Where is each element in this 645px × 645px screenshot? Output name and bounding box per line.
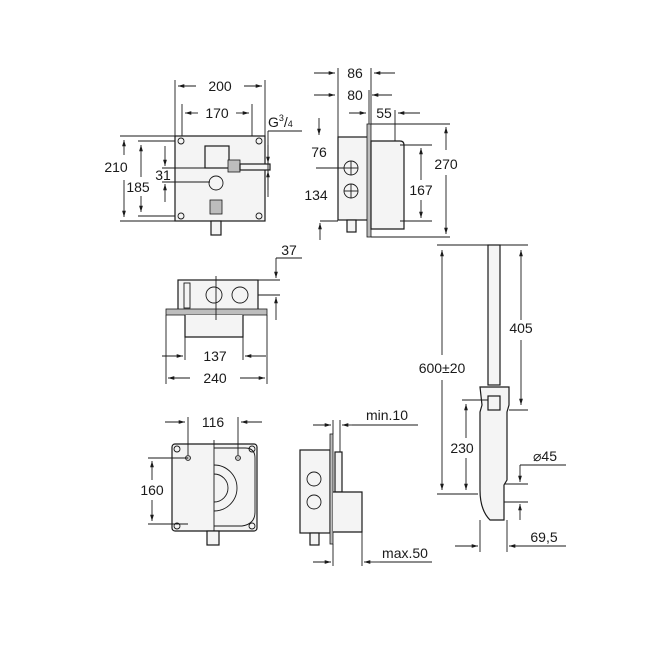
cover-side — [370, 140, 405, 230]
dim-top-width-inner: 137 — [203, 348, 227, 364]
dim-pipe-offset: 69,5 — [530, 529, 557, 545]
dim-cover-width-holes: 116 — [202, 414, 225, 430]
dim-cover-height-holes: 160 — [140, 482, 164, 498]
dim-top-offset: 37 — [281, 242, 297, 258]
dim-pipe-total-height: 600±20 — [419, 360, 466, 376]
cover-top — [184, 315, 244, 338]
dim-max-depth: max.50 — [382, 545, 428, 561]
installed-box-side — [299, 449, 331, 534]
dim-pipe-lower-length: 230 — [450, 440, 474, 456]
flange — [165, 308, 268, 316]
dim-front-width-outer: 200 — [208, 78, 232, 94]
dim-side-offset-bottom: 134 — [304, 187, 328, 203]
dim-front-height-holes: 185 — [126, 179, 150, 195]
pipe-lower-bend — [479, 386, 510, 521]
dim-front-offset: 31 — [155, 167, 171, 183]
cover-front-outline — [171, 443, 258, 532]
valve-body — [204, 145, 230, 169]
dim-front-height-outer: 210 — [104, 159, 128, 175]
box-side-outline — [337, 136, 369, 221]
dim-side-offset-top: 76 — [311, 144, 327, 160]
dim-thread-label: G3/4 — [268, 113, 293, 130]
dim-front-width-holes: 170 — [205, 105, 229, 121]
front-view: 200 170 210 185 31 G3/4 — [104, 78, 302, 236]
cover-side-view: min.10 max.50 — [299, 407, 432, 566]
pipe-upper — [487, 244, 501, 386]
side-view: 86 80 55 76 134 270 167 — [304, 65, 458, 240]
valve-knob — [208, 175, 224, 191]
dim-side-depth-2: 80 — [347, 87, 363, 103]
dim-top-width-outer: 240 — [203, 370, 227, 386]
dim-side-depth-3: 55 — [376, 105, 392, 121]
dim-min-clearance: min.10 — [366, 407, 408, 423]
dim-side-depth-1: 86 — [347, 65, 363, 81]
drain-stub — [210, 220, 222, 236]
dim-side-height-inner: 167 — [409, 182, 433, 198]
dim-pipe-diameter: ⌀45 — [533, 448, 557, 464]
pipe-view: 600±20 405 230 ⌀45 69,5 — [419, 244, 566, 552]
dim-pipe-upper-length: 405 — [509, 320, 533, 336]
valve-connector — [227, 159, 241, 173]
cover-front-view: 116 160 — [140, 414, 262, 546]
top-view: 37 137 240 — [162, 242, 302, 386]
dim-side-height-total: 270 — [434, 156, 458, 172]
